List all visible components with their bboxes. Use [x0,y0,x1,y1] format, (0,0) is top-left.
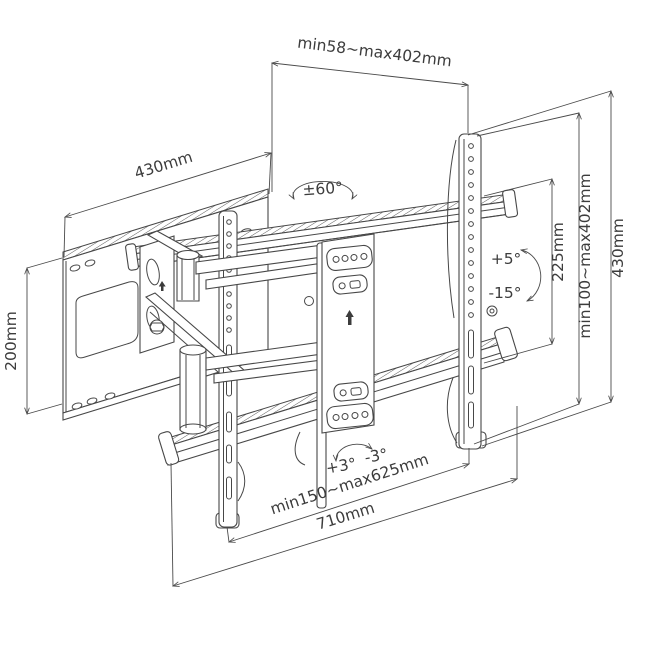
dim-wall-plate-height: 200mm [2,257,63,414]
plate-arrow-mark [158,281,166,291]
articulating-arm [139,230,331,435]
tilt-lock-bar-bottom [326,402,374,430]
upper-rail-left-cap [125,243,139,271]
swivel-label: ±60° [302,179,344,200]
lower-rail-right-cap [494,326,518,362]
dim-extension-from-wall: min58~max402mm [272,34,468,192]
dim-label-rail-spacing: 225mm [549,222,567,282]
tilt-down-label: -15° [488,284,521,302]
mount-illustration [62,133,519,529]
wall-plate-cutout [75,281,139,359]
dim-vesa-height: min100~max402mm [473,113,594,445]
dim-label-extension: min58~max402mm [296,34,453,71]
head-tilt-plate [294,233,375,509]
hinge-screw [304,296,314,306]
tilt-up-label: +5° [491,250,522,268]
swivel-annotation: ±60° [293,179,353,200]
pivot-bolt [149,319,165,335]
tilt-lock-bar-top [326,244,373,271]
dim-label-plate-width: 430mm [132,148,194,183]
tilt-annotation: +5° -15° [488,250,542,302]
level-neg-label: -3° [363,445,389,467]
right-bracket-holes [468,143,474,429]
dim-bracket-height: 430mm [467,91,627,447]
lower-pivot-cylinder [179,349,207,431]
right-tv-bracket [446,133,498,450]
dim-label-bracket-height: 430mm [609,218,627,278]
lower-rail-left-cap [158,431,180,466]
dim-rail-spacing: 225mm [483,179,567,364]
head-plate-arrow-mark [345,310,354,325]
dim-label-plate-height: 200mm [2,311,20,371]
dim-label-vesa-height: min100~max402mm [576,173,594,338]
